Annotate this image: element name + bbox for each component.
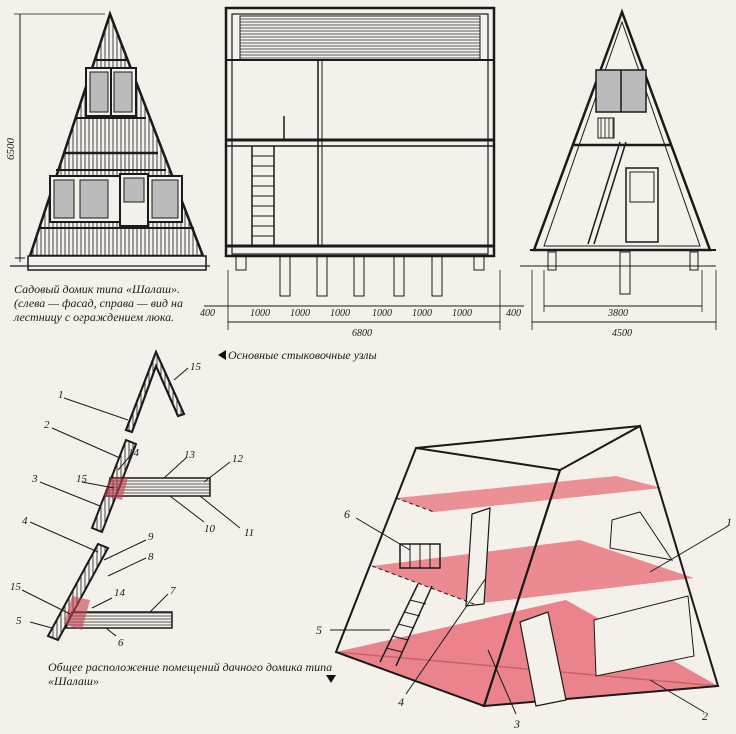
layout-label: 3 [513, 717, 520, 731]
joint-label: 9 [148, 531, 154, 543]
right-offset: 400 [506, 308, 521, 319]
layout-label: 6 [344, 507, 350, 521]
joint-label: 15 [10, 581, 22, 593]
joint-label: 8 [148, 551, 154, 563]
span-1: 1000 [250, 308, 270, 319]
layout-labels: 6 5 4 3 2 1 [316, 507, 732, 731]
joint-label: 11 [244, 527, 254, 539]
span-2: 1000 [290, 308, 310, 319]
layout-label: 2 [702, 709, 708, 723]
joint-details [21, 349, 241, 642]
layout-label: 1 [726, 515, 732, 529]
inner-width: 3800 [607, 308, 628, 319]
span-dimensions: 400 1000 1000 1000 1000 1000 1000 400 68… [200, 308, 521, 339]
joint-label: 13 [184, 449, 196, 461]
side-section [204, 6, 524, 330]
joint-label: 1 [58, 389, 64, 401]
pointer-marker [218, 350, 226, 360]
span-5: 1000 [412, 308, 432, 319]
pointer-marker [326, 675, 336, 683]
joint-label: 10 [204, 523, 216, 535]
joint-label: 3 [31, 473, 38, 485]
layout-label: 4 [398, 695, 404, 709]
left-offset: 400 [200, 308, 215, 319]
joint-label: 15 [76, 473, 88, 485]
joint-labels: 1 2 3 4 5 15 14 13 12 11 10 9 8 7 6 15 1… [10, 361, 254, 649]
joint-label: 14 [114, 587, 126, 599]
joints-caption: Основные стыковочные узлы [228, 348, 377, 362]
joint-label: 4 [22, 515, 28, 527]
total-length: 6800 [352, 328, 372, 339]
stair-view [520, 8, 717, 330]
layout-3d [330, 424, 729, 715]
height-dimension: 6500 [5, 138, 17, 161]
layout-caption: Общее расположение помещений дачного дом… [48, 660, 333, 688]
joint-label: 12 [232, 453, 244, 465]
joint-label: 15 [190, 361, 202, 373]
joint-label: 2 [44, 419, 50, 431]
joint-label: 5 [16, 615, 22, 627]
layout-label: 5 [316, 623, 322, 637]
joint-label: 6 [118, 637, 124, 649]
joint-label: 14 [128, 447, 140, 459]
outer-width: 4500 [612, 328, 632, 339]
joint-label: 7 [170, 585, 176, 597]
span-3: 1000 [330, 308, 350, 319]
span-6: 1000 [452, 308, 472, 319]
main-caption: Садовый домик типа «Шалаш». (слева — фас… [14, 282, 183, 324]
span-4: 1000 [372, 308, 392, 319]
front-facade [10, 10, 210, 271]
